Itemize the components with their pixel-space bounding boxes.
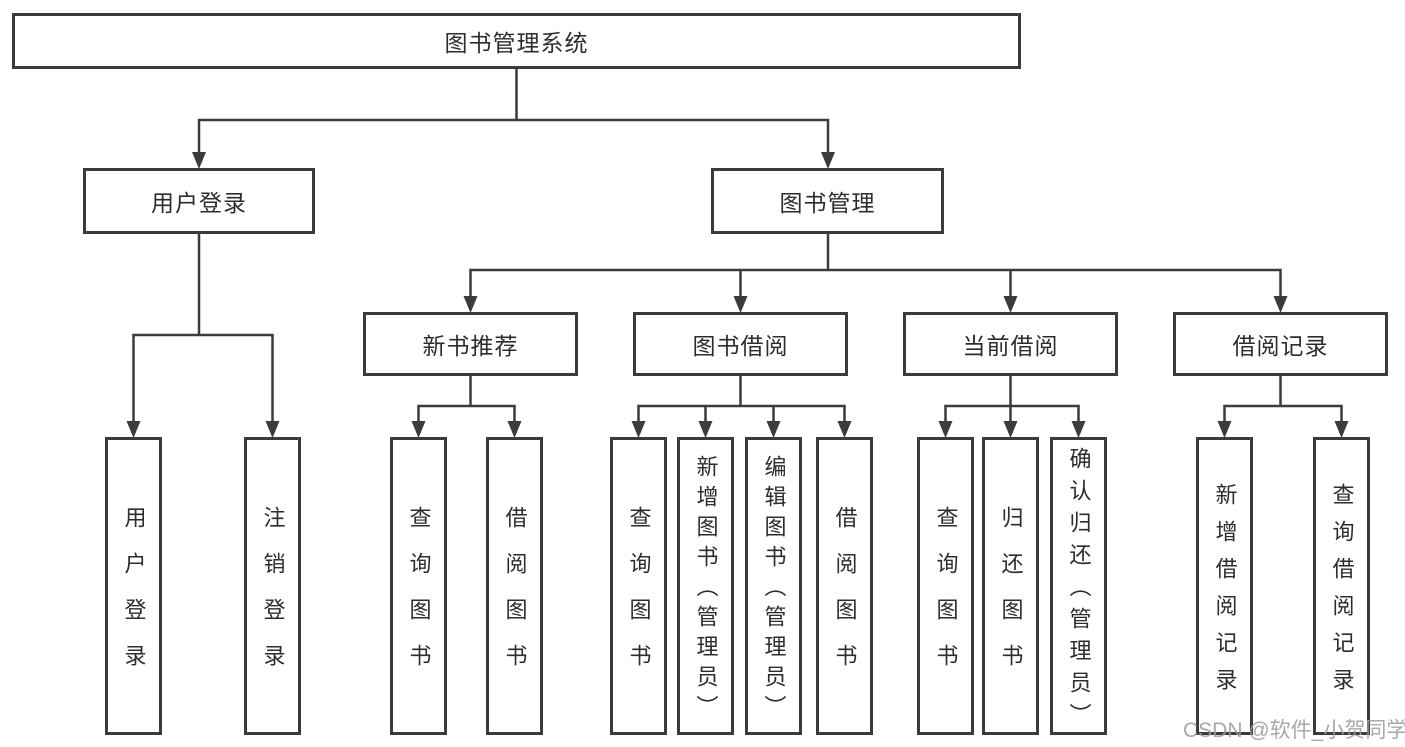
node-label: 借阅图书 [502, 506, 528, 690]
node-label: 新书推荐 [422, 333, 519, 359]
arrowhead-icon [126, 421, 141, 438]
arrowhead-icon [507, 421, 522, 438]
connector-user-login-to-children [132, 233, 274, 423]
arrowhead-icon [631, 421, 646, 438]
node-user-login: 用户登录 [83, 168, 315, 234]
node-label: 查询图书 [406, 506, 432, 690]
arrowhead-icon [698, 421, 713, 438]
arrowheads [126, 152, 1349, 438]
node-new-book-recommend: 新书推荐 [363, 312, 578, 376]
node-label: 借阅图书 [832, 506, 858, 690]
node-current-borrowing: 当前借阅 [903, 312, 1118, 376]
csdn-watermark: CSDN @软件_小贺同学 [1183, 719, 1405, 742]
node-leaf-query-books-1: 查询图书 [390, 437, 447, 735]
arrowhead-icon [821, 152, 835, 169]
node-leaf-add-borrow-record: 新增借阅记录 [1196, 437, 1253, 735]
connector-new-book-to-children [417, 375, 516, 423]
node-leaf-confirm-return-admin: 确认归还（管理员） [1050, 437, 1107, 735]
connector-book-borrow-to-children [637, 375, 846, 423]
arrowhead-icon [837, 421, 852, 438]
arrowhead-icon [1071, 421, 1086, 438]
node-leaf-query-books-3: 查询图书 [917, 437, 974, 735]
node-label: 用户登录 [121, 506, 147, 690]
node-label: 查询图书 [626, 506, 652, 690]
node-root-library-system: 图书管理系统 [12, 13, 1021, 69]
node-label: 图书管理系统 [444, 30, 589, 56]
arrowhead-icon [1334, 421, 1349, 438]
arrowhead-icon [938, 421, 953, 438]
arrowhead-icon [733, 296, 748, 313]
node-label: 借阅记录 [1232, 333, 1329, 359]
node-leaf-query-borrow-record: 查询借阅记录 [1313, 437, 1370, 735]
arrowhead-icon [1217, 421, 1232, 438]
node-book-borrowing: 图书借阅 [633, 312, 848, 376]
node-leaf-edit-books-admin: 编辑图书（管理员） [745, 437, 802, 735]
connector-current-borrow-to-children [944, 375, 1080, 423]
node-leaf-return-books: 归还图书 [982, 437, 1039, 735]
arrowhead-icon [192, 152, 206, 169]
node-label: 查询借阅记录 [1329, 482, 1355, 705]
arrowhead-icon [463, 296, 478, 313]
node-label: 当前借阅 [962, 333, 1059, 359]
arrowhead-icon [1003, 296, 1018, 313]
connector-root-to-level2 [197, 68, 830, 154]
node-borrowing-records: 借阅记录 [1173, 312, 1388, 376]
node-label: 图书管理 [779, 190, 876, 216]
node-label: 新增图书（管理员） [693, 455, 719, 725]
node-label: 确认归还（管理员） [1066, 447, 1092, 735]
node-label: 归还图书 [998, 506, 1024, 690]
node-leaf-borrow-books-2: 借阅图书 [816, 437, 873, 735]
node-label: 注销登录 [260, 506, 286, 690]
node-label: 编辑图书（管理员） [761, 455, 787, 725]
arrowhead-icon [766, 421, 781, 438]
arrowhead-icon [265, 421, 280, 438]
arrowhead-icon [411, 421, 426, 438]
arrowhead-icon [1003, 421, 1018, 438]
connector-book-mgmt-to-level3 [469, 233, 1282, 298]
node-label: 图书借阅 [692, 333, 789, 359]
arrowhead-icon [1273, 296, 1288, 313]
node-label: 查询图书 [933, 506, 959, 690]
node-leaf-add-books-admin: 新增图书（管理员） [677, 437, 734, 735]
node-leaf-user-login: 用户登录 [105, 437, 162, 735]
node-book-management: 图书管理 [711, 168, 944, 234]
node-leaf-borrow-books-1: 借阅图书 [486, 437, 543, 735]
node-leaf-logout: 注销登录 [244, 437, 301, 735]
node-label: 用户登录 [151, 190, 247, 216]
node-label: 新增借阅记录 [1212, 482, 1238, 705]
connector-borrow-records-to-children [1223, 375, 1343, 423]
node-leaf-query-books-2: 查询图书 [610, 437, 667, 735]
